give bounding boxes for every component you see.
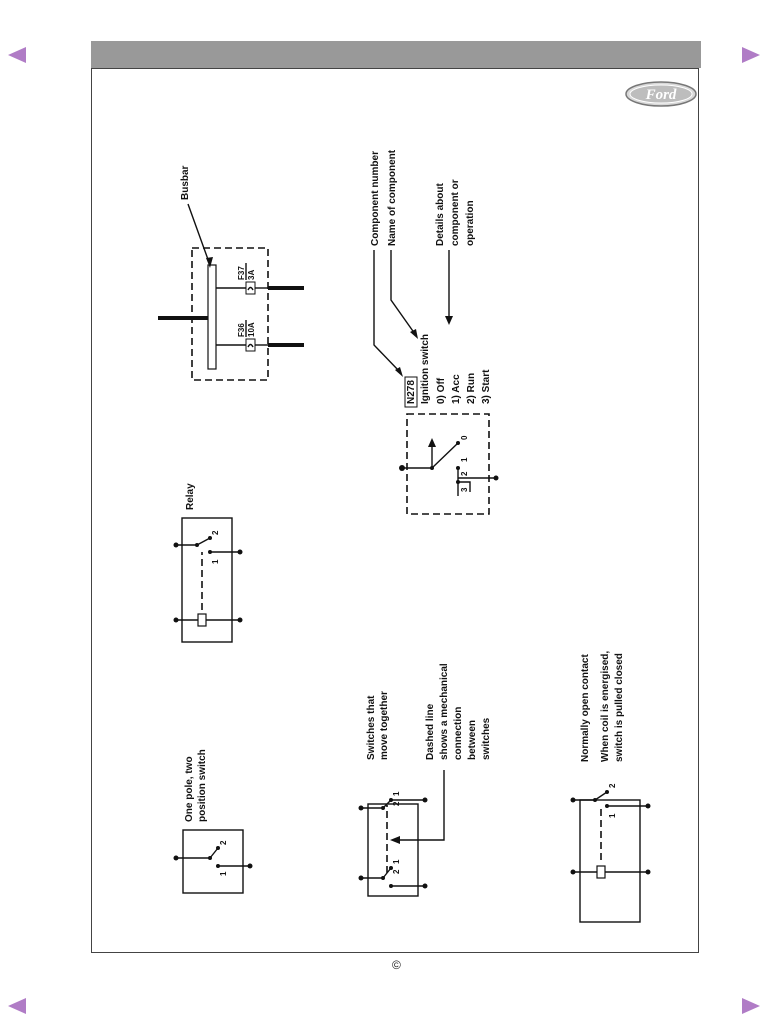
switches-together-label-2: move together <box>379 691 390 760</box>
svg-text:10A: 10A <box>247 322 256 337</box>
component-number-label: Component number <box>370 151 381 246</box>
svg-text:1) Acc: 1) Acc <box>451 374 462 404</box>
svg-text:0) Off: 0) Off <box>436 377 447 404</box>
relay-label: Relay <box>185 483 196 510</box>
svg-text:1: 1 <box>392 791 401 796</box>
no-contact-label-3: switch is pulled closed <box>614 653 625 762</box>
svg-text:1: 1 <box>392 859 401 864</box>
svg-text:3) Start: 3) Start <box>481 369 492 404</box>
svg-text:2: 2 <box>219 840 228 845</box>
svg-text:2: 2 <box>460 471 469 476</box>
busbar-fuse-block: F36 10A F37 3A <box>158 203 304 381</box>
dashed-label-4: between <box>467 720 478 760</box>
relay-symbol: 2 1 <box>173 517 243 643</box>
svg-text:2: 2 <box>608 783 617 788</box>
svg-text:2: 2 <box>392 869 401 874</box>
copyright-symbol: © <box>392 958 401 972</box>
svg-text:1: 1 <box>219 871 228 876</box>
prev-page-icon[interactable] <box>8 47 26 63</box>
svg-text:2: 2 <box>211 530 220 535</box>
page-frame <box>91 68 699 953</box>
component-code: N278 <box>406 380 417 404</box>
ignition-switch-details: N278 Ignition switch 0) Off 1) Acc 2) Ru… <box>373 250 492 408</box>
one-pole-switch-symbol: 2 1 <box>173 829 253 894</box>
details-label-2: component or <box>450 179 461 246</box>
svg-text:0: 0 <box>460 435 469 440</box>
svg-text:1: 1 <box>460 457 469 462</box>
details-label-1: Details about <box>435 183 446 246</box>
svg-text:F36: F36 <box>237 323 246 337</box>
switches-together-label-1: Switches that <box>366 695 377 760</box>
one-pole-label-2: position switch <box>197 749 208 822</box>
svg-text:3A: 3A <box>247 270 256 280</box>
component-name: Ignition switch <box>420 334 431 404</box>
dashed-label-3: connection <box>453 707 464 760</box>
one-pole-label-1: One pole, two <box>184 756 195 822</box>
svg-text:Ford: Ford <box>645 87 677 103</box>
ignition-switch-symbol: 0 1 2 3 <box>399 413 499 515</box>
ford-logo: Ford <box>625 81 697 107</box>
no-contact-label-2: When coil is energised, <box>600 651 611 762</box>
details-label-3: operation <box>465 200 476 246</box>
next-page-icon-bottom[interactable] <box>742 998 760 1014</box>
dashed-label-2: shows a mechanical <box>439 663 450 760</box>
svg-text:1: 1 <box>211 559 220 564</box>
svg-text:F37: F37 <box>237 266 246 280</box>
next-page-icon[interactable] <box>742 47 760 63</box>
no-contact-label-1: Normally open contact <box>580 654 591 762</box>
svg-text:2: 2 <box>392 801 401 806</box>
svg-text:1: 1 <box>608 813 617 818</box>
dashed-label-1: Dashed line <box>425 703 436 760</box>
dashed-label-5: switches <box>481 717 492 760</box>
ganged-switches-symbol: 2 1 2 1 <box>358 770 445 897</box>
busbar-label: Busbar <box>180 165 191 200</box>
svg-text:3: 3 <box>460 487 469 492</box>
svg-text:2) Run: 2) Run <box>466 373 477 404</box>
normally-open-contact-symbol: 2 1 <box>570 783 651 923</box>
component-name-label: Name of component <box>387 149 398 246</box>
header-bar <box>91 41 701 68</box>
prev-page-icon-bottom[interactable] <box>8 998 26 1014</box>
